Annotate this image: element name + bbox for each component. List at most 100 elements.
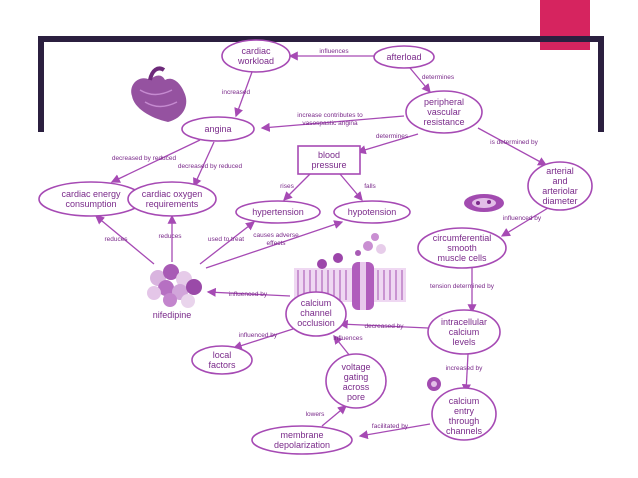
edge-label-decreased-by-reduced-1: decreased by reduced (112, 155, 177, 162)
node-circumferential (417, 227, 507, 269)
edge-label-influenced-by-nif: influenced by (229, 291, 268, 298)
node-blood-pressure (297, 145, 361, 175)
cardiac-energy-line-1: cardiac energy (61, 189, 121, 199)
edge-label-tension-determined-by: tension determined by (430, 283, 495, 290)
hypotension-label: hypotension (348, 207, 397, 217)
edge-label-increased-by: increased by (446, 365, 484, 372)
arterial-line-2: and (552, 176, 567, 186)
afterload-label: afterload (386, 52, 421, 62)
peripheral-line-2: vascular (427, 107, 461, 117)
calcium-channel-line-1: calcium (301, 298, 332, 308)
edge-peripheral-bp (356, 133, 419, 155)
node-calcium-entry (431, 387, 497, 441)
edge-label-determines-bp: determines (376, 133, 409, 140)
circumferential-line-2: smooth (447, 243, 477, 253)
peripheral-line-3: resistance (423, 117, 464, 127)
node-local-factors (191, 345, 253, 375)
edge-label-determines-pvr: determines (422, 74, 455, 81)
blood-pressure-line-2: pressure (311, 160, 346, 170)
frame-right-bar (598, 36, 604, 132)
angina-label: angina (204, 124, 231, 134)
arterial-line-1: arterial (546, 166, 574, 176)
voltage-line-4: pore (347, 392, 365, 402)
edge-label-decreased-by-reduced-2: decreased by reduced (178, 163, 243, 170)
edge-calcium-local (232, 327, 297, 350)
edge-label-influenced-by-local: influenced by (239, 332, 278, 339)
local-factors-line-1: local (213, 350, 232, 360)
edges (94, 51, 549, 440)
hypertension-label: hypertension (252, 207, 304, 217)
edge-label-lowers: lowers (306, 411, 326, 418)
arterial-line-4: diameter (542, 196, 577, 206)
edge-nif-hypertension (199, 221, 256, 265)
edge-label-used-to-treat: used to treat (208, 236, 244, 243)
edge-label-facilitated-by: facilitated by (372, 423, 409, 430)
calcium-channel-line-2: channel (300, 308, 332, 318)
edge-label-increased: increased (222, 89, 251, 96)
edge-bp-hypotension (339, 173, 363, 201)
edge-label-increase-contributes-1: increase contributes to (297, 112, 363, 119)
nifedipine-label: nifedipine (153, 310, 192, 320)
edge-label-causes-adverse-2: effects (266, 240, 286, 247)
circumferential-line-1: circumferential (433, 233, 492, 243)
small-cell-icon (427, 377, 441, 391)
edge-nif-energy (94, 215, 155, 265)
peripheral-line-1: peripheral (424, 97, 464, 107)
local-factors-line-2: factors (208, 360, 236, 370)
edge-label-causes-adverse-1: causes adverse (253, 232, 299, 239)
edge-angina-energy (110, 139, 201, 183)
frame-top-bar (38, 36, 604, 42)
edge-label-falls: falls (364, 183, 376, 190)
edge-angina-oxygen (193, 141, 215, 188)
heart-icon (131, 66, 187, 122)
node-cardiac-oxygen (127, 181, 217, 217)
edge-arterial-circumferential (500, 207, 549, 237)
circumferential-line-3: muscle cells (437, 253, 487, 263)
node-hypertension (235, 200, 321, 224)
edge-peripheral-angina (260, 115, 405, 132)
edge-label-reduces-1: reduces (104, 236, 128, 243)
voltage-line-2: gating (344, 372, 369, 382)
node-membrane (251, 425, 353, 455)
intracellular-line-2: calcium (449, 327, 480, 337)
edge-label-influenced-by-arterial: influenced by (503, 215, 542, 222)
node-hypotension (333, 200, 411, 224)
calcium-channel-line-3: occlusion (297, 318, 335, 328)
node-intracellular (427, 309, 501, 355)
edge-bp-hypertension (283, 173, 311, 201)
node-arterial (527, 161, 593, 211)
edge-label-reduces-2: reduces (158, 233, 182, 240)
cardiac-oxygen-line-1: cardiac oxygen (142, 189, 203, 199)
edge-label-influences: influences (319, 48, 349, 55)
edge-voltage-calcium (333, 334, 351, 357)
node-voltage (325, 353, 387, 409)
cardiac-workload-line-2: workload (237, 56, 274, 66)
node-cardiac-workload (221, 39, 291, 73)
cardiac-energy-line-2: consumption (65, 199, 116, 209)
node-calcium-channel (285, 291, 347, 337)
cardiac-oxygen-line-2: requirements (146, 199, 199, 209)
membrane-line-2: depolarization (274, 440, 330, 450)
node-angina (181, 116, 255, 142)
calcium-entry-line-1: calcium (449, 396, 480, 406)
edge-label-influences-voltage: influences (333, 335, 363, 342)
edge-nif-hypotension (205, 220, 344, 269)
cell-icon (464, 194, 504, 212)
pill-cluster-icon (147, 264, 202, 308)
cardiac-workload-line-1: cardiac (241, 46, 271, 56)
voltage-line-1: voltage (341, 362, 370, 372)
edge-cardiac-angina (234, 71, 253, 118)
edge-calcium-nif (206, 287, 291, 297)
arterial-line-3: arteriolar (542, 186, 578, 196)
edge-intracellular-entry (461, 353, 471, 394)
voltage-line-3: across (343, 382, 370, 392)
calcium-entry-line-2: entry (454, 406, 475, 416)
edge-label-decreased-by: decreased by (364, 323, 404, 330)
edge-entry-membrane (358, 423, 431, 440)
blood-pressure-line-1: blood (318, 150, 340, 160)
calcium-entry-line-4: channels (446, 426, 483, 436)
edge-afterload-peripheral (409, 67, 431, 93)
node-peripheral (405, 90, 483, 134)
ion-dots-icon (355, 233, 386, 256)
